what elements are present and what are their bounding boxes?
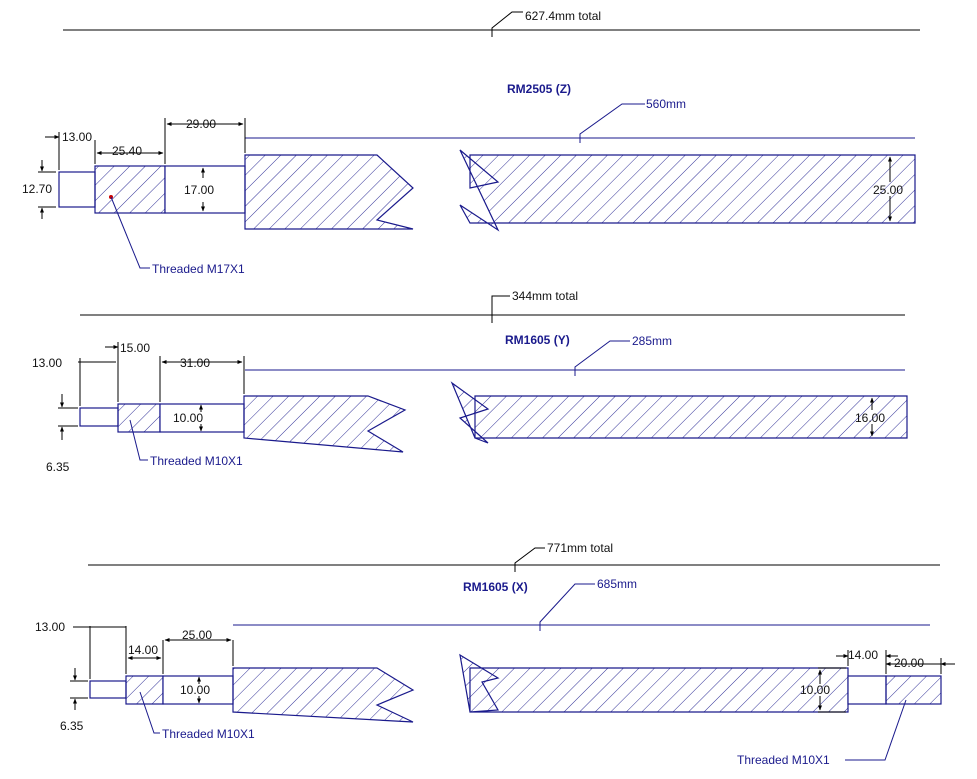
y-screw-left [243, 395, 407, 453]
y-dim-journal: 13.00 [32, 356, 62, 370]
z-dim-bearing: 29.00 [186, 117, 216, 131]
y-dim-bearing-dia: 10.00 [173, 411, 203, 425]
y-thread-label: Threaded M10X1 [150, 454, 243, 468]
z-screw-length-label: 560mm [646, 97, 686, 111]
x-dim-journal-dia: 6.35 [60, 719, 84, 733]
z-screw-left [244, 154, 414, 230]
x-screw-right [459, 653, 849, 713]
x-right-thread [885, 675, 942, 705]
y-total-leader [491, 295, 510, 323]
z-journal-small [58, 171, 96, 208]
y-screw-length-leader [574, 340, 630, 376]
x-journal-small [89, 680, 127, 699]
z-thread-section [94, 165, 166, 214]
x-screw-length-leader [539, 583, 595, 631]
x-thread-label: Threaded M10X1 [162, 727, 255, 741]
z-screw-length-leader [579, 103, 645, 143]
z-dim-bearing-dia: 17.00 [184, 183, 214, 197]
x-total-leader [514, 547, 545, 572]
z-dim-thread: 25.40 [112, 144, 142, 158]
y-dim-journal-dia: 6.35 [46, 460, 70, 474]
x-right-bearing [847, 675, 887, 705]
z-bearing-section [164, 165, 246, 214]
x-dim-bearing-dia: 10.00 [180, 683, 210, 697]
y-screw-length-label: 285mm [632, 334, 672, 348]
x-dim-right-thread: 20.00 [894, 656, 924, 670]
y-total-label: 344mm total [512, 289, 578, 303]
y-thread-section [117, 403, 161, 433]
z-total-label: 627.4mm total [525, 9, 601, 23]
x-dim-thread: 14.00 [128, 643, 158, 657]
y-journal-small [79, 407, 119, 427]
z-screw-title: RM2505 (Z) [507, 82, 571, 96]
x-screw-left [232, 667, 415, 723]
x-screw-title: RM1605 (X) [463, 580, 528, 594]
y-screw-right [450, 381, 908, 444]
y-dim-bearing: 31.00 [180, 356, 210, 370]
y-dim-thread: 15.00 [120, 341, 150, 355]
x-screw-drawing: 771mm total RM1605 (X) 685mm 13.00 14.00… [35, 541, 955, 767]
z-dim-journal: 13.00 [62, 130, 92, 144]
z-dim-screw-dia: 25.00 [873, 183, 903, 197]
x-thread-section [125, 675, 164, 705]
x-dim-right-bearing: 14.00 [848, 648, 878, 662]
x-total-label: 771mm total [547, 541, 613, 555]
x-right-thread-label: Threaded M10X1 [737, 753, 830, 767]
z-total-leader [491, 11, 523, 37]
x-screw-length-label: 685mm [597, 577, 637, 591]
y-screw-title: RM1605 (Y) [505, 333, 570, 347]
y-screw-drawing: 344mm total RM1605 (Y) 285mm 13.00 15.00… [32, 289, 908, 474]
y-dim-screw-dia: 16.00 [855, 411, 885, 425]
x-dim-bearing: 25.00 [182, 628, 212, 642]
z-screw-right [459, 149, 916, 232]
z-thread-label: Threaded M17X1 [152, 262, 245, 276]
x-dim-right-dia: 10.00 [800, 683, 830, 697]
z-screw-drawing: 627.4mm total RM2505 (Z) 560mm 13.00 25.… [22, 9, 920, 276]
z-dim-journal-dia: 12.70 [22, 182, 52, 196]
x-dim-journal: 13.00 [35, 620, 65, 634]
